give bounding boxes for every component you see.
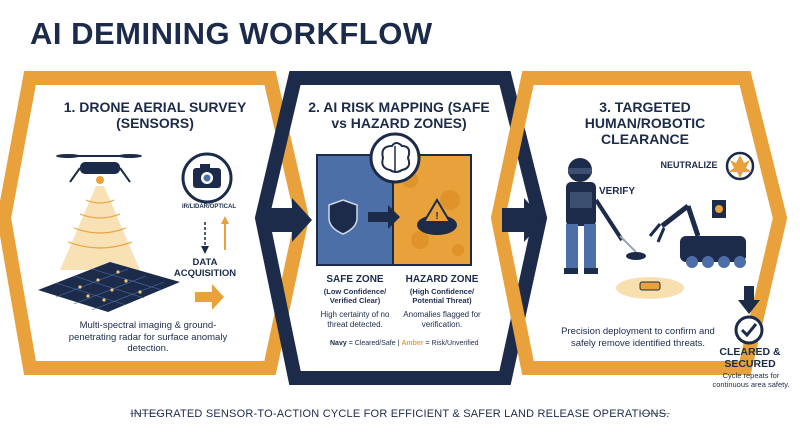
step-2-hexagon	[254, 71, 548, 385]
scan-beam	[60, 186, 140, 270]
zone-arrow-icon	[368, 205, 400, 229]
explosion-icon	[725, 151, 755, 181]
hazard-icon: !	[417, 198, 457, 235]
legend-navy-desc: = Cleared/Safe	[348, 340, 396, 347]
verify-label: VERIFY	[598, 186, 636, 197]
cleared-arrow-icon	[738, 286, 760, 314]
terrain-grid	[38, 262, 180, 312]
soldier-icon	[564, 158, 646, 274]
safe-zone-title: SAFE ZONE	[326, 274, 384, 285]
legend-amber: Amber	[401, 340, 424, 347]
hazard-zone-caption: Anomalies flagged for verification.	[403, 310, 481, 329]
detected-mine-glow	[616, 277, 684, 299]
footer-text: INTEGRATED SENSOR-TO-ACTION CYCLE FOR EF…	[130, 408, 670, 420]
check-icon	[734, 315, 764, 345]
footer-rule-right	[640, 413, 670, 414]
step-2-title: 2. AI RISK MAPPING (SAFE vs HAZARD ZONES…	[308, 99, 490, 131]
camera-icon	[181, 152, 233, 204]
robot-icon	[648, 200, 746, 268]
step-1-caption: Multi-spectral imaging & ground-penetrat…	[68, 320, 228, 354]
data-acquisition-label: DATA ACQUISITION	[173, 257, 237, 279]
sensor-label: IR/LIDAR/OPTICAL	[182, 204, 236, 210]
step-3-title: 3. TARGETED HUMAN/ROBOTIC CLEARANCE	[584, 99, 706, 147]
cleared-caption: Cycle repeats for continuous area safety…	[712, 371, 790, 389]
neutralize-label: NEUTRALIZE	[660, 160, 718, 170]
legend-navy: Navy	[330, 340, 347, 347]
safe-zone-caption: High certainty of no threat detected.	[320, 310, 390, 329]
cleared-title: CLEARED & SECURED	[719, 346, 781, 370]
drone-icon	[56, 154, 142, 184]
hazard-zone-title: HAZARD ZONE	[405, 274, 479, 285]
legend-amber-desc: = Risk/Unverified	[425, 340, 479, 347]
safe-zone-subtitle: (Low Confidence/ Verified Clear)	[323, 287, 387, 305]
shield-icon	[328, 199, 358, 235]
step-3-caption: Precision deployment to confirm and safe…	[561, 326, 715, 349]
hazard-zone-subtitle: (High Confidence/ Potential Threat)	[409, 287, 475, 305]
footer-rule-left	[130, 413, 160, 414]
page-title: AI DEMINING WORKFLOW	[30, 16, 433, 51]
svg-text:!: !	[435, 211, 438, 222]
data-flow-arrows-icon	[195, 216, 229, 310]
arrow-step1-to-step2-icon	[268, 198, 312, 242]
step-1-title: 1. DRONE AERIAL SURVEY (SENSORS)	[63, 99, 247, 131]
color-legend: Navy = Cleared/Safe | Amber = Risk/Unver…	[330, 340, 479, 347]
arrow-step2-to-step3-icon	[502, 198, 544, 242]
legend-separator: |	[397, 340, 400, 347]
step-3-hexagon	[490, 71, 788, 375]
step-1-hexagon	[0, 71, 310, 375]
brain-icon	[369, 132, 421, 184]
